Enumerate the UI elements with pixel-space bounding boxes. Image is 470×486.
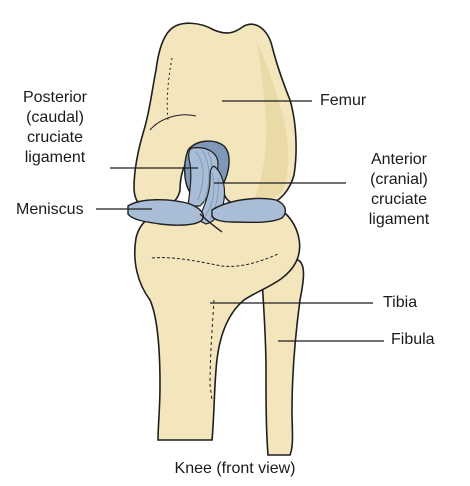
femur-label: Femur [320,91,366,111]
diagram-caption: Knee (front view) [135,459,335,479]
anterior-label-line-4: ligament [346,210,452,230]
tibia-label: Tibia [383,293,417,313]
posterior-label-line-3: cruciate [2,128,108,148]
anterior-label-line-1: Anterior [346,150,452,170]
posterior-label-line-1: Posterior [2,88,108,108]
anterior-cruciate-ligament-label: Anterior (cranial) cruciate ligament [346,150,452,230]
posterior-label-line-4: ligament [2,148,108,168]
posterior-cruciate-ligament-label: Posterior (caudal) cruciate ligament [2,88,108,168]
fibula-label: Fibula [391,330,435,350]
meniscus-label: Meniscus [16,200,84,220]
anterior-label-line-3: cruciate [346,190,452,210]
fibula-bone [262,259,304,455]
posterior-label-line-2: (caudal) [2,108,108,128]
anterior-label-line-2: (cranial) [346,170,452,190]
